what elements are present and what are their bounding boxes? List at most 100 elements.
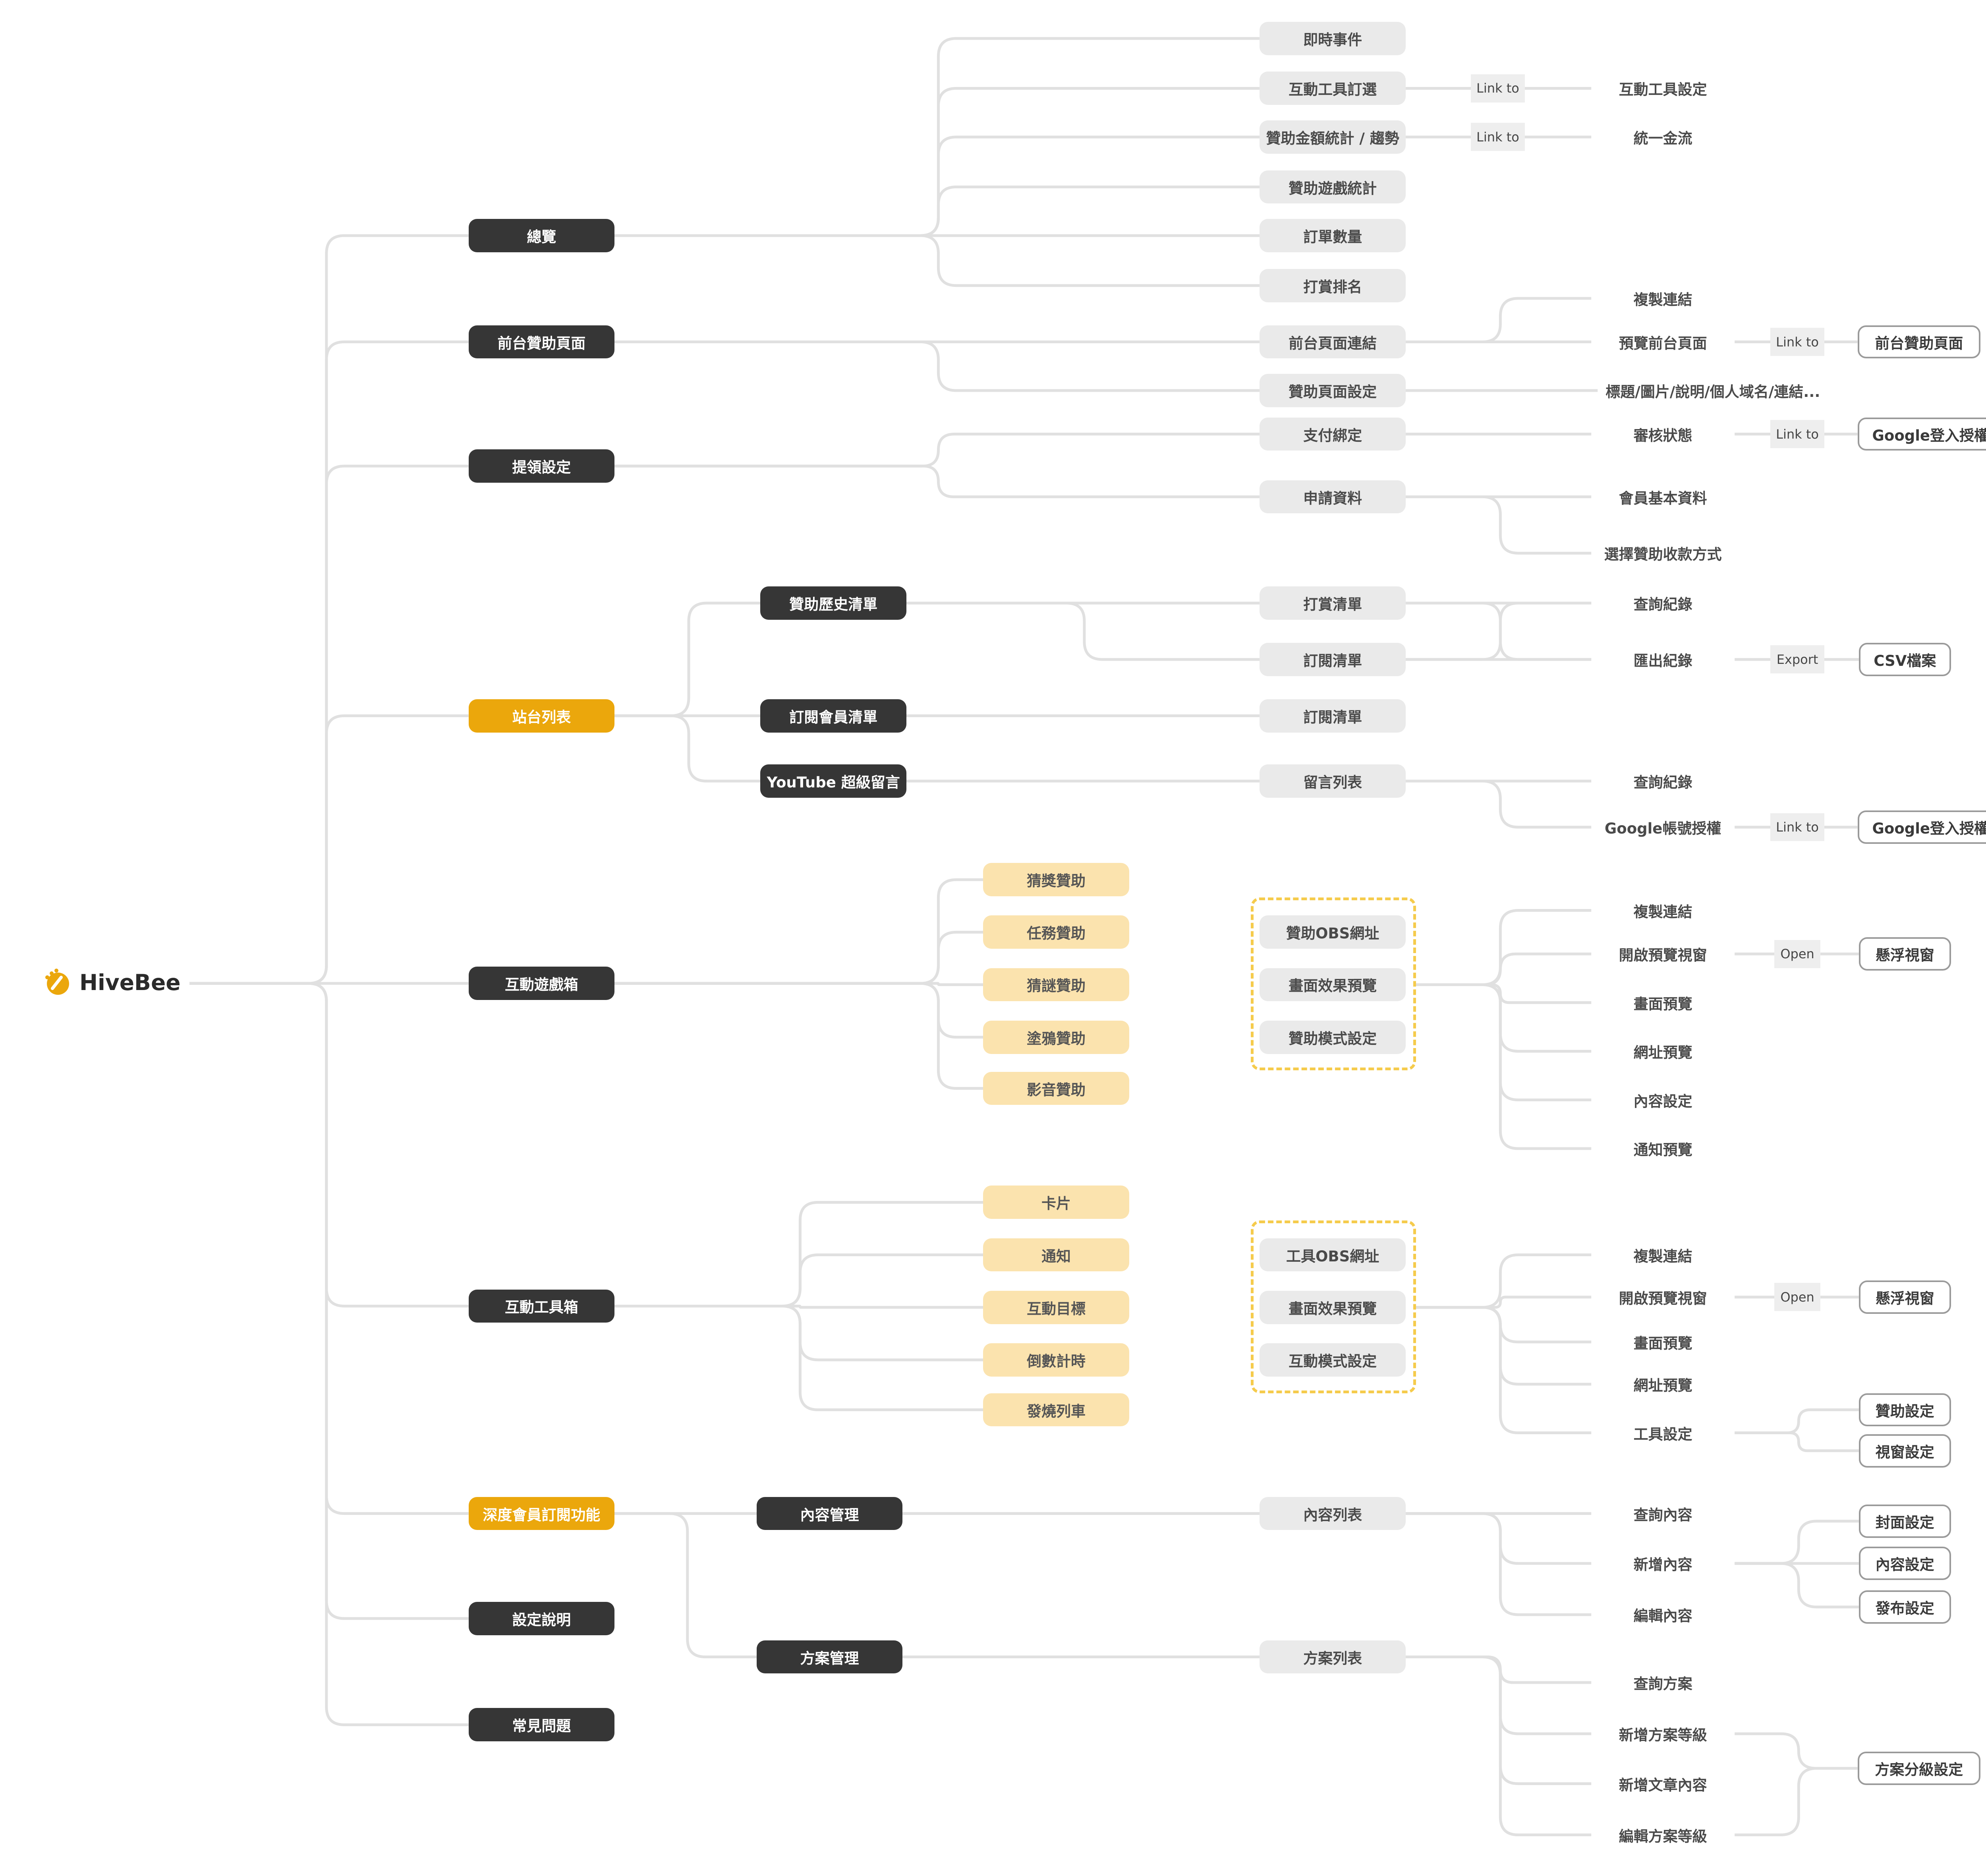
node-target-float-window-2[interactable]: 懸浮視窗 <box>1858 1280 1951 1314</box>
connector-contentlist-to-l4-edit-content <box>1405 1512 1592 1616</box>
node-l3-apply-info[interactable]: 申請資料 <box>1260 480 1406 514</box>
node-l4-member-basic[interactable]: 會員基本資料 <box>1619 489 1707 507</box>
node-l4-query-content[interactable]: 查詢內容 <box>1633 1506 1692 1524</box>
node-l3-payment-bind[interactable]: 支付綁定 <box>1260 417 1406 451</box>
node-target-google-login-1[interactable]: Google登入授權 <box>1857 417 1986 451</box>
connector-toolbox-to-tool-burning <box>614 1304 983 1412</box>
node-l4-edit-plan-level[interactable]: 編輯方案等級 <box>1619 1828 1707 1845</box>
connector-withdraw-to-l3-apply-info <box>614 464 1260 499</box>
node-l4-choose-payout[interactable]: 選擇贊助收款方式 <box>1604 546 1722 563</box>
node-l3-sub-list-b[interactable]: 訂閱清單 <box>1260 699 1406 733</box>
connector-toolgroup-to-l4-copy-link-3 <box>1416 1253 1592 1309</box>
node-tag-link-to-2: Link to <box>1471 123 1525 151</box>
node-l4-add-content[interactable]: 新增內容 <box>1633 1556 1692 1574</box>
node-l4-google-account-auth[interactable]: Google帳號授權 <box>1604 820 1721 837</box>
node-game-task[interactable]: 任務贊助 <box>983 915 1129 949</box>
node-l4-unified-cash[interactable]: 統一金流 <box>1633 130 1692 147</box>
node-tag-open-1: Open <box>1774 940 1821 968</box>
node-l3-game-obs-url[interactable]: 贊助OBS網址 <box>1260 915 1406 949</box>
node-l1-withdraw[interactable]: 提領設定 <box>468 449 615 483</box>
node-l1-deep-member[interactable]: 深度會員訂閱功能 <box>468 1497 615 1530</box>
node-tool-card[interactable]: 卡片 <box>983 1186 1129 1219</box>
node-l1-tool-box[interactable]: 互動工具箱 <box>468 1289 615 1323</box>
node-target-window-settings[interactable]: 視窗設定 <box>1858 1434 1951 1468</box>
node-tool-burning[interactable]: 發燒列車 <box>983 1393 1129 1427</box>
node-target-publish-settings[interactable]: 發布設定 <box>1858 1590 1951 1624</box>
node-l4-content-settings-1[interactable]: 內容設定 <box>1633 1093 1692 1110</box>
node-l4-query-record-1[interactable]: 查詢紀錄 <box>1633 596 1692 613</box>
node-l3-page-settings[interactable]: 贊助頁面設定 <box>1260 374 1406 407</box>
node-game-doodle[interactable]: 塗鴉贊助 <box>983 1020 1129 1054</box>
node-l1-faq[interactable]: 常見問題 <box>468 1708 615 1742</box>
node-l4-copy-link-3[interactable]: 複製連結 <box>1633 1247 1692 1265</box>
node-game-guess[interactable]: 猜獎贊助 <box>983 863 1129 897</box>
node-l2-content-mgmt[interactable]: 內容管理 <box>756 1497 903 1530</box>
node-l3-tool-subscribe[interactable]: 互動工具訂選 <box>1260 72 1406 105</box>
node-l1-front-page[interactable]: 前台贊助頁面 <box>468 325 615 359</box>
node-l4-query-record-2[interactable]: 查詢紀錄 <box>1633 774 1692 791</box>
node-l4-notify-preview[interactable]: 通知預覽 <box>1633 1141 1692 1159</box>
node-l3-game-stats[interactable]: 贊助遊戲統計 <box>1260 170 1406 204</box>
node-target-content-settings-2[interactable]: 內容設定 <box>1858 1547 1951 1580</box>
node-target-float-window-1[interactable]: 懸浮視窗 <box>1858 937 1951 971</box>
node-target-front-page[interactable]: 前台贊助頁面 <box>1857 325 1980 359</box>
node-l3-tool-mode[interactable]: 互動模式設定 <box>1260 1343 1406 1377</box>
node-l4-copy-link-1[interactable]: 複製連結 <box>1633 291 1692 308</box>
node-l2-youtube[interactable]: YouTube 超級留言 <box>760 764 906 798</box>
node-game-video[interactable]: 影音贊助 <box>983 1071 1129 1105</box>
node-l4-review-status[interactable]: 審核狀態 <box>1633 427 1692 444</box>
node-tool-notify[interactable]: 通知 <box>983 1238 1129 1272</box>
node-l3-content-list[interactable]: 內容列表 <box>1260 1497 1406 1530</box>
node-l3-tool-preview[interactable]: 畫面效果預覽 <box>1260 1290 1406 1324</box>
node-l4-open-preview-2[interactable]: 開啟預覽視窗 <box>1619 1290 1707 1307</box>
node-l4-copy-link-2[interactable]: 複製連結 <box>1633 903 1692 921</box>
node-l4-add-plan-level[interactable]: 新增方案等級 <box>1619 1726 1707 1744</box>
node-l3-game-mode[interactable]: 贊助模式設定 <box>1260 1020 1406 1054</box>
node-l4-tool-settings[interactable]: 工具設定 <box>1633 1425 1692 1443</box>
node-l4-screen-preview-2[interactable]: 畫面預覽 <box>1633 1334 1692 1352</box>
node-target-csv-file[interactable]: CSV檔案 <box>1858 642 1951 676</box>
node-l2-sponsor-history[interactable]: 贊助歷史清單 <box>760 586 906 620</box>
node-l3-tool-obs-url[interactable]: 工具OBS網址 <box>1260 1238 1406 1272</box>
node-l4-url-preview-1[interactable]: 網址預覽 <box>1633 1044 1692 1062</box>
node-target-cover-settings[interactable]: 封面設定 <box>1858 1505 1951 1538</box>
node-target-sponsor-settings[interactable]: 贊助設定 <box>1858 1393 1951 1427</box>
node-tool-goal[interactable]: 互動目標 <box>983 1290 1129 1324</box>
node-l4-export-record[interactable]: 匯出紀錄 <box>1633 652 1692 669</box>
node-l1-settings-help[interactable]: 設定說明 <box>468 1601 615 1635</box>
node-l3-tip-list[interactable]: 打賞清單 <box>1260 586 1406 620</box>
connector-root-to-l1-tool-box <box>189 982 469 1307</box>
node-l4-screen-preview-1[interactable]: 畫面預覽 <box>1633 995 1692 1013</box>
node-l3-plan-list[interactable]: 方案列表 <box>1260 1640 1406 1674</box>
node-l4-preview-front[interactable]: 預覽前台頁面 <box>1619 335 1707 352</box>
node-l1-station[interactable]: 站台列表 <box>468 699 615 733</box>
node-l1-game-box[interactable]: 互動遊戲箱 <box>468 967 615 1000</box>
node-l3-order-count[interactable]: 訂單數量 <box>1260 219 1406 252</box>
connector-toolsettings-to-target-window-settings <box>1735 1431 1859 1452</box>
node-l3-amount-stats[interactable]: 贊助金額統計 / 趨勢 <box>1260 120 1406 154</box>
node-l4-edit-content[interactable]: 編輯內容 <box>1633 1607 1692 1625</box>
connector-gamebox-to-game-guess <box>614 878 983 985</box>
node-l3-tip-rank[interactable]: 打賞排名 <box>1260 269 1406 302</box>
node-l3-comment-list[interactable]: 留言列表 <box>1260 764 1406 798</box>
node-l3-instant-event[interactable]: 即時事件 <box>1260 21 1406 55</box>
node-l3-front-link[interactable]: 前台頁面連結 <box>1260 325 1406 359</box>
node-l4-url-preview-2[interactable]: 網址預覽 <box>1633 1377 1692 1394</box>
node-l4-query-plan[interactable]: 查詢方案 <box>1633 1675 1692 1693</box>
node-l3-sub-list-a[interactable]: 訂閱清單 <box>1260 642 1406 676</box>
node-l2-plan-mgmt[interactable]: 方案管理 <box>756 1640 903 1674</box>
node-l4-tool-settings-link[interactable]: 互動工具設定 <box>1619 81 1707 99</box>
node-l1-overview[interactable]: 總覽 <box>468 219 615 252</box>
connector-gamegroup-to-l4-copy-link-2 <box>1416 909 1592 986</box>
node-l4-open-preview-1[interactable]: 開啟預覽視窗 <box>1619 947 1707 964</box>
node-game-riddle[interactable]: 猜謎贊助 <box>983 968 1129 1002</box>
node-l4-add-article[interactable]: 新增文章內容 <box>1619 1776 1707 1794</box>
node-l2-sub-member-list[interactable]: 訂閱會員清單 <box>760 699 906 733</box>
node-target-google-login-2[interactable]: Google登入授權 <box>1857 810 1986 844</box>
node-target-plan-tier-settings[interactable]: 方案分級設定 <box>1857 1752 1980 1785</box>
node-tool-countdown[interactable]: 倒數計時 <box>983 1343 1129 1377</box>
node-l3-game-preview[interactable]: 畫面效果預覽 <box>1260 968 1406 1002</box>
node-l4-page-fields[interactable]: 標題/圖片/說明/個人域名/連結... <box>1605 383 1820 400</box>
connector-frontlink-to-l4-copy-link-1 <box>1405 297 1592 344</box>
